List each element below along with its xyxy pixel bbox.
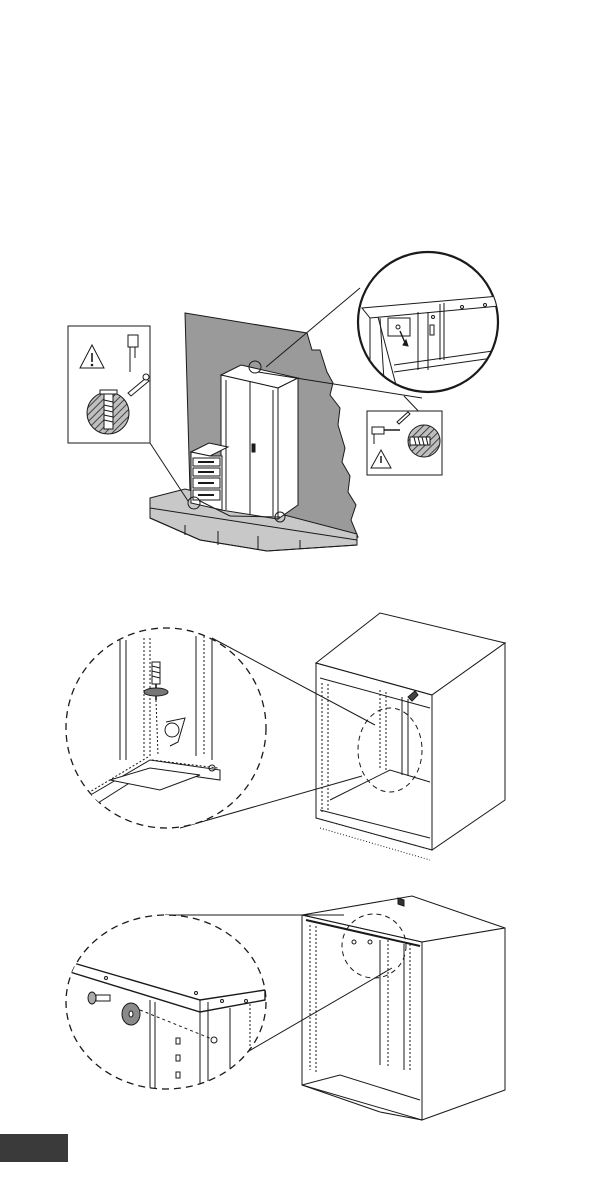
open-cabinet: [316, 613, 505, 860]
screw-washer-detail: [66, 915, 266, 1090]
washer-icon: [122, 1003, 140, 1025]
leveling-foot-detail: [66, 628, 266, 828]
tall-cabinet: [221, 365, 298, 519]
top-detail-circle: [358, 252, 500, 400]
anchor-callout-left: [68, 326, 150, 443]
figure-bottom-leveling-foot: [66, 613, 505, 860]
page-tab-marker: [0, 1134, 68, 1162]
anchor-callout-right: [367, 411, 442, 475]
cabinet-rear-view: [302, 896, 505, 1120]
figure-top-screw-washer: [66, 896, 505, 1120]
anchor-screw-icon-right: [408, 425, 440, 457]
figure-wall-anchoring: [68, 252, 500, 551]
